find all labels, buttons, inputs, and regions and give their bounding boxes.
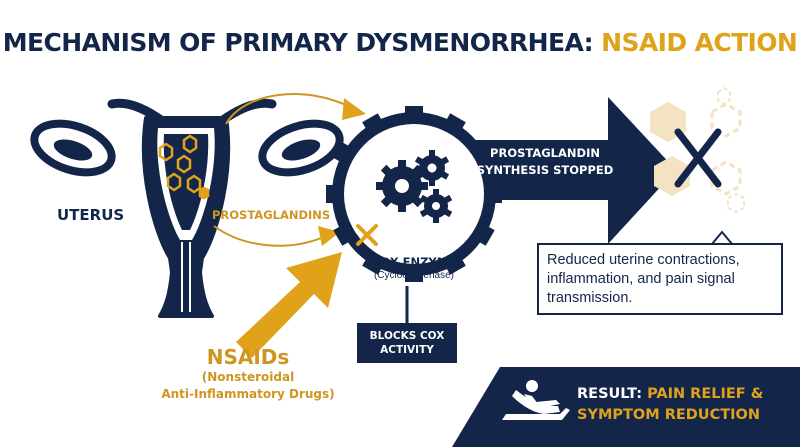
relaxing-person-icon — [502, 380, 570, 420]
prostaglandin-molecule-icon — [158, 134, 210, 200]
synthesis-stopped-text: PROSTAGLANDIN SYNTHESIS STOPPED — [470, 145, 620, 179]
blocks-line-1: BLOCKS COX — [369, 330, 445, 342]
page-title: MECHANISM OF PRIMARY DYSMENORRHEA: NSAID… — [2, 28, 798, 57]
block-x-icon — [356, 224, 378, 246]
stopped-molecule-icon — [650, 86, 745, 214]
nsaids-line-2: Anti-Inflammatory Drugs) — [161, 387, 335, 401]
callout-line-1: Reduced uterine contractions, — [547, 252, 740, 268]
blocks-line-2: ACTIVITY — [380, 344, 434, 356]
result-banner — [452, 367, 800, 447]
synthesis-line-2: SYNTHESIS STOPPED — [476, 163, 614, 177]
nsaids-title: NSAIDs — [206, 345, 290, 369]
cox-enzyme-label: COX ENZYME — [371, 255, 457, 269]
prostaglandins-label: PROSTAGLANDINS — [212, 208, 331, 222]
synthesis-line-1: PROSTAGLANDIN — [490, 146, 600, 160]
synthesis-stopped-arrow — [456, 97, 676, 244]
result-accent-2: SYMPTOM REDUCTION — [577, 407, 760, 423]
callout-line-3: transmission. — [547, 290, 633, 306]
result-accent-1: PAIN RELIEF & — [647, 386, 764, 402]
result-prefix: RESULT: — [577, 386, 648, 402]
blocks-cox-box: BLOCKS COX ACTIVITY — [357, 323, 457, 363]
uterus-label: UTERUS — [57, 206, 125, 224]
nsaid-arrow — [236, 252, 342, 358]
cox-gear-icon — [326, 106, 502, 282]
nsaids-line-1: (Nonsteroidal — [201, 370, 295, 384]
result-text: RESULT: PAIN RELIEF & SYMPTOM REDUCTION — [577, 384, 763, 426]
result-line-1: RESULT: PAIN RELIEF & — [577, 384, 763, 405]
callout-line-2: inflammation, and pain signal — [547, 271, 735, 287]
outcome-callout: Reduced uterine contractions, inflammati… — [537, 243, 783, 315]
cox-enzyme-sublabel: (Cyclooxygenase) — [373, 270, 455, 281]
nsaids-label: NSAIDs (Nonsteroidal Anti-Inflammatory D… — [150, 345, 346, 403]
flow-arrowhead-top — [342, 98, 366, 120]
flow-arrow-top — [225, 93, 353, 125]
uterus-icon — [30, 98, 344, 318]
flow-arrow-bottom — [213, 225, 327, 247]
